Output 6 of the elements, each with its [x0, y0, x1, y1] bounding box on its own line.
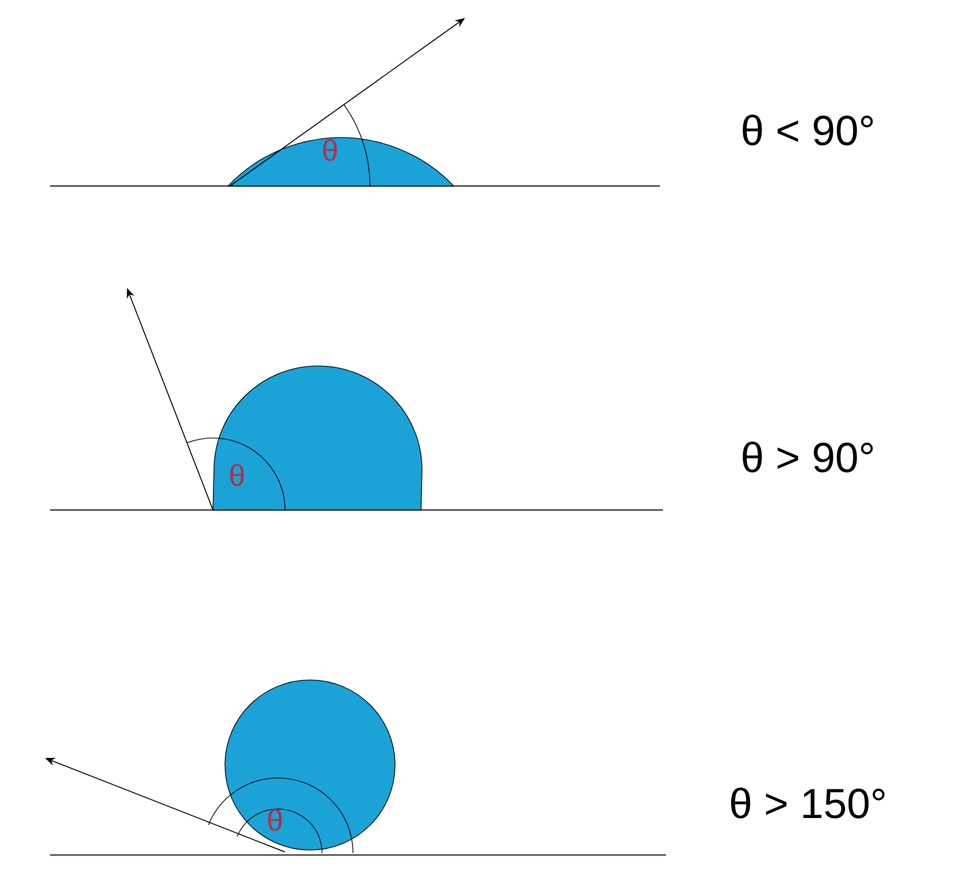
angle-condition: θ < 90° [742, 114, 873, 146]
angle-symbol: θ [230, 464, 244, 486]
angle-symbol: θ [268, 809, 282, 832]
angle-symbol: θ [323, 139, 337, 162]
angle-condition: θ > 150° [731, 788, 884, 818]
angle-condition: θ > 90° [742, 442, 873, 472]
